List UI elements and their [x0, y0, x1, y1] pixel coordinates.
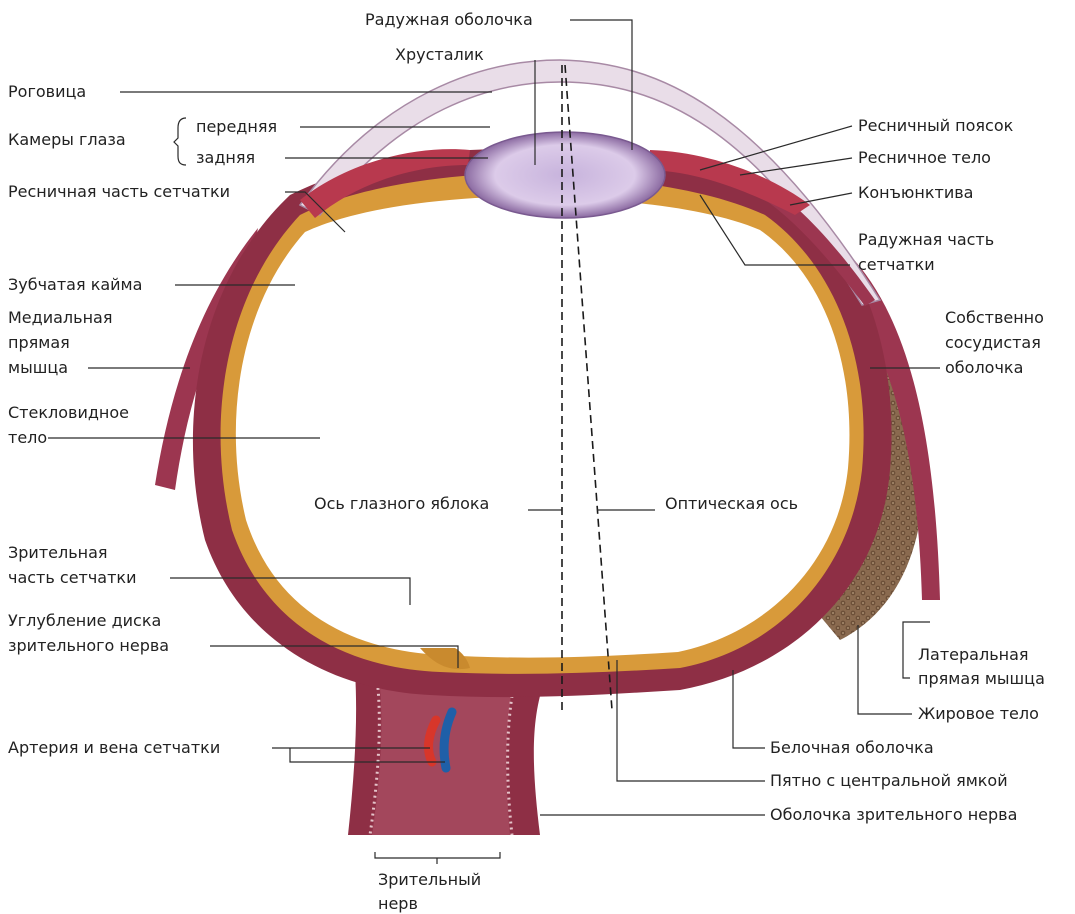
label-choroid-2: сосудистая	[945, 333, 1041, 352]
lens	[465, 132, 665, 218]
label-vitreous-2: тело	[8, 428, 47, 447]
label-optical-axis: Оптическая ось	[665, 494, 798, 513]
leader-fat	[858, 625, 912, 714]
label-disc-2: зрительного нерва	[8, 636, 169, 655]
vitreous-body	[236, 197, 850, 657]
label-choroid-3: оболочка	[945, 358, 1023, 377]
label-fat-body: Жировое тело	[918, 704, 1039, 723]
label-medial-rectus-3: мышца	[8, 358, 68, 377]
label-ora-serrata: Зубчатая кайма	[8, 275, 142, 294]
label-lateral-rectus-2: прямая мышца	[918, 669, 1045, 688]
leader-nerve-bracket	[375, 852, 500, 858]
leader-sclera	[733, 670, 765, 748]
label-macula: Пятно с центральной ямкой	[770, 771, 1008, 790]
label-iris-retina-2: сетчатки	[858, 255, 935, 274]
label-disc-1: Углубление диска	[8, 611, 161, 630]
label-lens: Хрусталик	[395, 45, 484, 64]
label-medial-rectus-1: Медиальная	[8, 308, 112, 327]
label-ciliary-retina: Ресничная часть сетчатки	[8, 182, 230, 201]
label-iris: Радужная оболочка	[365, 10, 533, 29]
chambers-brace	[174, 118, 186, 165]
label-lateral-rectus-1: Латеральная	[918, 645, 1029, 664]
label-anterior-chamber: передняя	[196, 117, 277, 136]
label-ciliary-body: Ресничное тело	[858, 148, 991, 167]
label-eyeball-axis: Ось глазного яблока	[314, 494, 489, 513]
label-sclera: Белочная оболочка	[770, 738, 934, 757]
label-choroid-1: Собственно	[945, 308, 1044, 327]
label-cornea: Роговица	[8, 82, 86, 101]
label-zonule: Ресничный поясок	[858, 116, 1014, 135]
label-chambers: Камеры глаза	[8, 130, 126, 149]
label-posterior-chamber: задняя	[196, 148, 255, 167]
label-vitreous-1: Стекловидное	[8, 403, 129, 422]
label-nerve-sheath: Оболочка зрительного нерва	[770, 805, 1017, 824]
label-optic-retina-1: Зрительная	[8, 543, 108, 562]
label-medial-rectus-2: прямая	[8, 333, 70, 352]
label-optic-nerve-1: Зрительный	[378, 870, 481, 889]
label-optic-retina-2: часть сетчатки	[8, 568, 137, 587]
label-optic-nerve-2: нерв	[378, 894, 418, 913]
label-artery-vein: Артерия и вена сетчатки	[8, 738, 220, 757]
label-iris-retina-1: Радужная часть	[858, 230, 994, 249]
label-conjunctiva: Конъюнктива	[858, 183, 973, 202]
